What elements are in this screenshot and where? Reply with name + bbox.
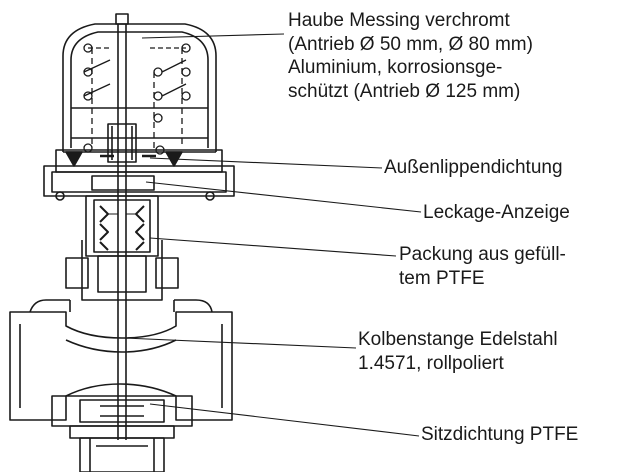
label-packung-line-2: tem PTFE — [399, 267, 485, 289]
leader-lines — [123, 33, 422, 437]
label-packung-line-1: Packung aus gefüll- — [399, 244, 566, 265]
label-aussenlippendichtung: Außenlippendichtung — [384, 157, 563, 178]
seat-assembly — [51, 395, 193, 472]
label-haube-line-1: Haube Messing verchromt — [288, 10, 510, 31]
label-haube: Haube Messing verchromt (Antrieb Ø 50 mm… — [288, 9, 533, 103]
actuator-springs — [83, 43, 191, 155]
label-kolbenstange: Kolbenstange Edelstahl 1.4571, rollpolie… — [358, 328, 558, 375]
label-kolbenstange-line-2: 1.4571, rollpoliert — [358, 352, 504, 374]
piston-assembly — [43, 149, 235, 201]
leader-line-kolbenstange — [123, 337, 357, 349]
label-kolbenstange-line-1: Kolbenstange Edelstahl — [358, 329, 558, 350]
label-haube-line-4: schützt (Antrieb Ø 125 mm) — [288, 80, 521, 102]
packing-housing — [65, 195, 179, 301]
leader-line-leckage — [145, 181, 422, 213]
actuator-cap — [62, 23, 217, 153]
label-leckage-anzeige: Leckage-Anzeige — [423, 202, 570, 223]
label-packung: Packung aus gefüll- tem PTFE — [399, 243, 566, 290]
leader-line-aussenlippe — [149, 157, 383, 169]
piston-rod — [107, 13, 137, 440]
label-sitzdichtung: Sitzdichtung PTFE — [421, 424, 579, 445]
leader-line-packung — [149, 237, 397, 257]
leader-line-haube — [141, 33, 285, 39]
leader-line-sitzdichtung — [149, 403, 420, 437]
label-haube-line-2: (Antrieb Ø 50 mm, Ø 80 mm) — [288, 33, 533, 55]
valve-body — [9, 299, 233, 421]
label-haube-line-3: Aluminium, korrosionsge- — [288, 57, 503, 78]
